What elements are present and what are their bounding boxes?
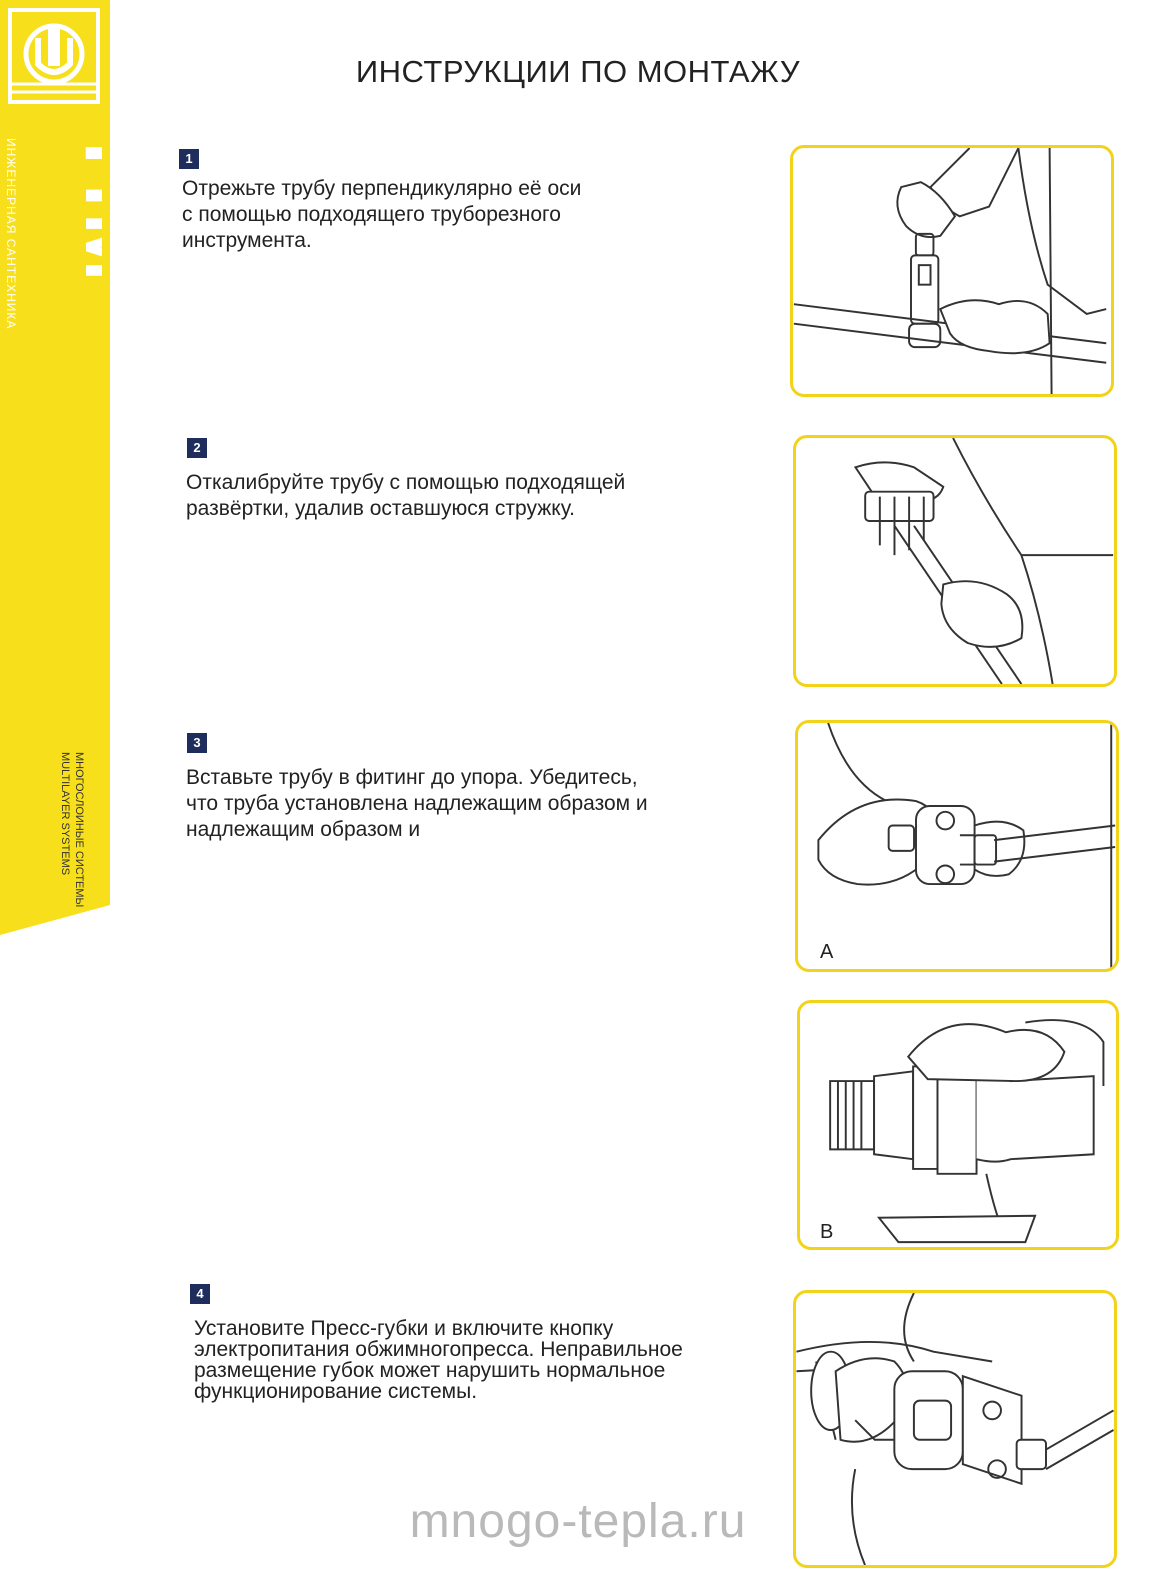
pipe-insert-illustration: A — [795, 720, 1119, 972]
brand-logo-text: TIM — [68, 128, 102, 287]
brand-tagline: ИНЖЕНЕРНАЯ САНТЕХНИКА — [4, 138, 18, 329]
svg-text:MULTILAYER SYSTEMS: MULTILAYER SYSTEMS — [59, 752, 71, 875]
svg-text:ИНЖЕНЕРНАЯ САНТЕХНИКА: ИНЖЕНЕРНАЯ САНТЕХНИКА — [4, 138, 18, 329]
fitting-closeup-illustration: B — [797, 1000, 1119, 1250]
reamer-calibration-illustration — [793, 435, 1117, 687]
step-1-text: Отрежьте трубу перпендикулярно её оси с … — [182, 177, 582, 252]
step-3-text: Вставьте трубу в фитинг до упора. Убедит… — [186, 766, 648, 841]
step-2-number: 2 — [187, 438, 207, 458]
illustration-label-a: A — [820, 941, 834, 963]
page-title: ИНСТРУКЦИИ ПО МОНТАЖУ — [355, 54, 801, 89]
brand-series: МНОГОСЛОЙНЫЕ СИСТЕМЫ MULTILAYER SYSTEMS — [59, 752, 84, 907]
step-2-text: Откалибруйте трубу с помощью подходящей … — [186, 471, 626, 520]
pipe-cutter-illustration — [790, 145, 1114, 397]
svg-text:МНОГОСЛОЙНЫЕ СИСТЕМЫ: МНОГОСЛОЙНЫЕ СИСТЕМЫ — [73, 752, 84, 907]
step-4-text: Установите Пресс-губки и включите кнопку… — [194, 1317, 683, 1403]
step-3-number: 3 — [187, 733, 207, 753]
brand-logo — [8, 8, 100, 104]
press-jaws-illustration — [793, 1290, 1117, 1568]
illustration-label-b: B — [820, 1221, 834, 1243]
step-1-number: 1 — [179, 149, 199, 169]
brand-side-band — [0, 0, 110, 935]
svg-text:TIM: TIM — [68, 128, 102, 287]
watermark-text: mnogo-tepla.ru — [409, 1495, 747, 1548]
step-4-number: 4 — [190, 1284, 210, 1304]
